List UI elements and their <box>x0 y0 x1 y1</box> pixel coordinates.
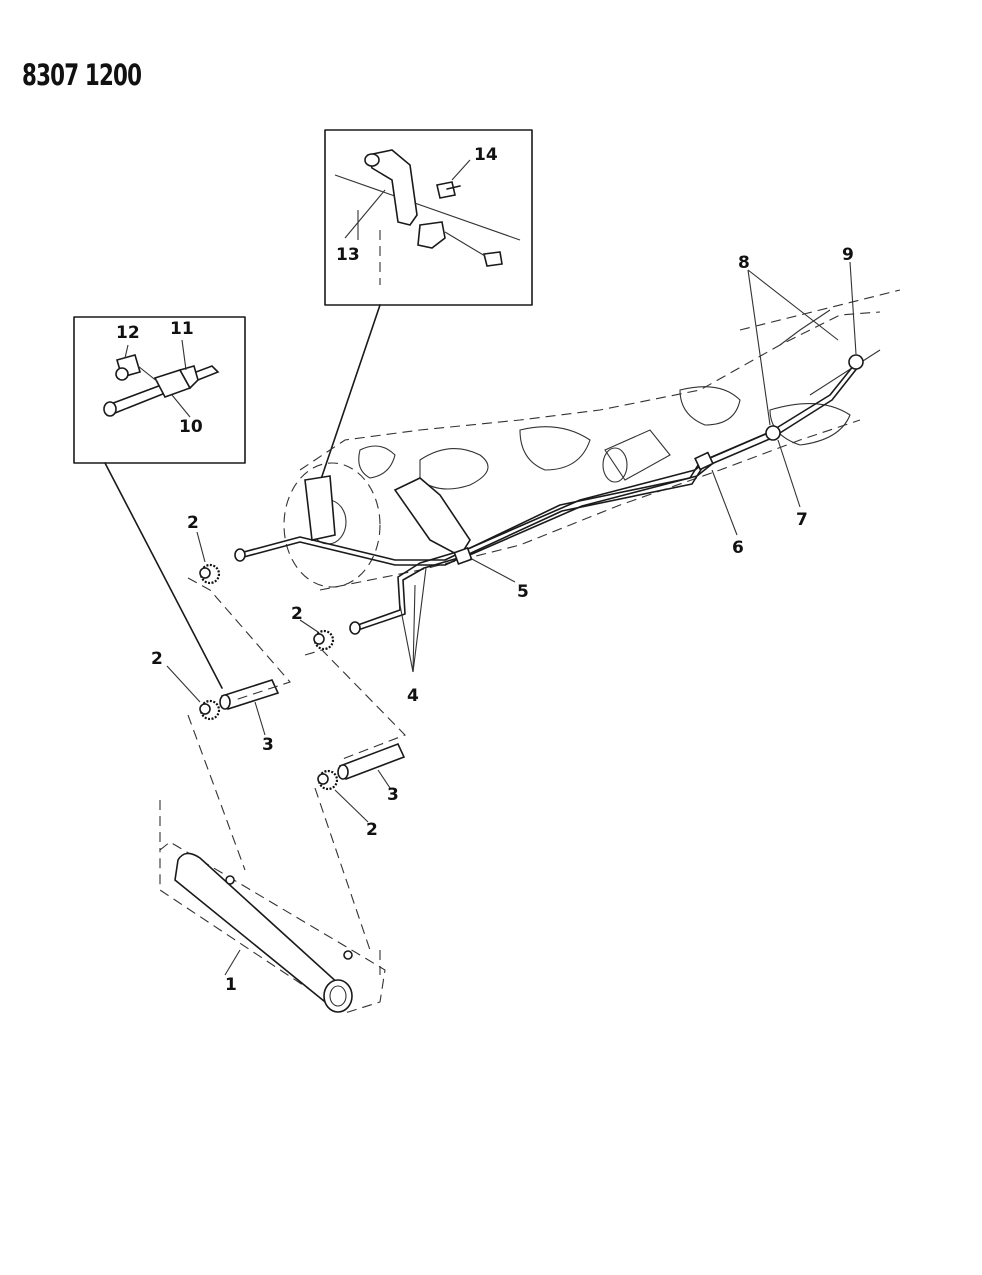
detail-inset-fitting <box>73 316 246 689</box>
callout-3-right: 3 <box>387 785 399 805</box>
hoses <box>219 679 406 781</box>
callout-14: 14 <box>474 145 498 165</box>
callout-1: 1 <box>225 975 237 995</box>
document-id: 8307 1200 <box>22 58 142 92</box>
callout-4: 4 <box>407 686 419 706</box>
hose-clamps <box>199 563 339 791</box>
callout-9: 9 <box>842 245 854 265</box>
callout-5: 5 <box>517 582 529 602</box>
callout-13: 13 <box>336 245 360 265</box>
assembly-dashed-paths <box>187 577 406 951</box>
callout-8: 8 <box>738 253 750 273</box>
callout-2-upper-right: 2 <box>291 604 303 624</box>
callout-12: 12 <box>116 323 140 343</box>
callout-2-lower-left: 2 <box>151 649 163 669</box>
callout-3-left: 3 <box>262 735 274 755</box>
detail-inset-bracket <box>317 129 533 489</box>
leader-lines <box>166 261 857 823</box>
callout-2-lower-right: 2 <box>366 820 378 840</box>
callout-labels: 1 2 2 2 2 3 3 4 5 6 7 8 9 10 11 12 13 14 <box>116 145 854 995</box>
radiator-tank <box>159 800 386 1014</box>
callout-2-upper-left: 2 <box>187 513 199 533</box>
callout-7: 7 <box>796 510 808 530</box>
transmission-assembly <box>283 289 901 591</box>
callout-10: 10 <box>179 417 203 437</box>
callout-11: 11 <box>170 319 194 339</box>
cooler-lines <box>234 354 864 635</box>
callout-6: 6 <box>732 538 744 558</box>
